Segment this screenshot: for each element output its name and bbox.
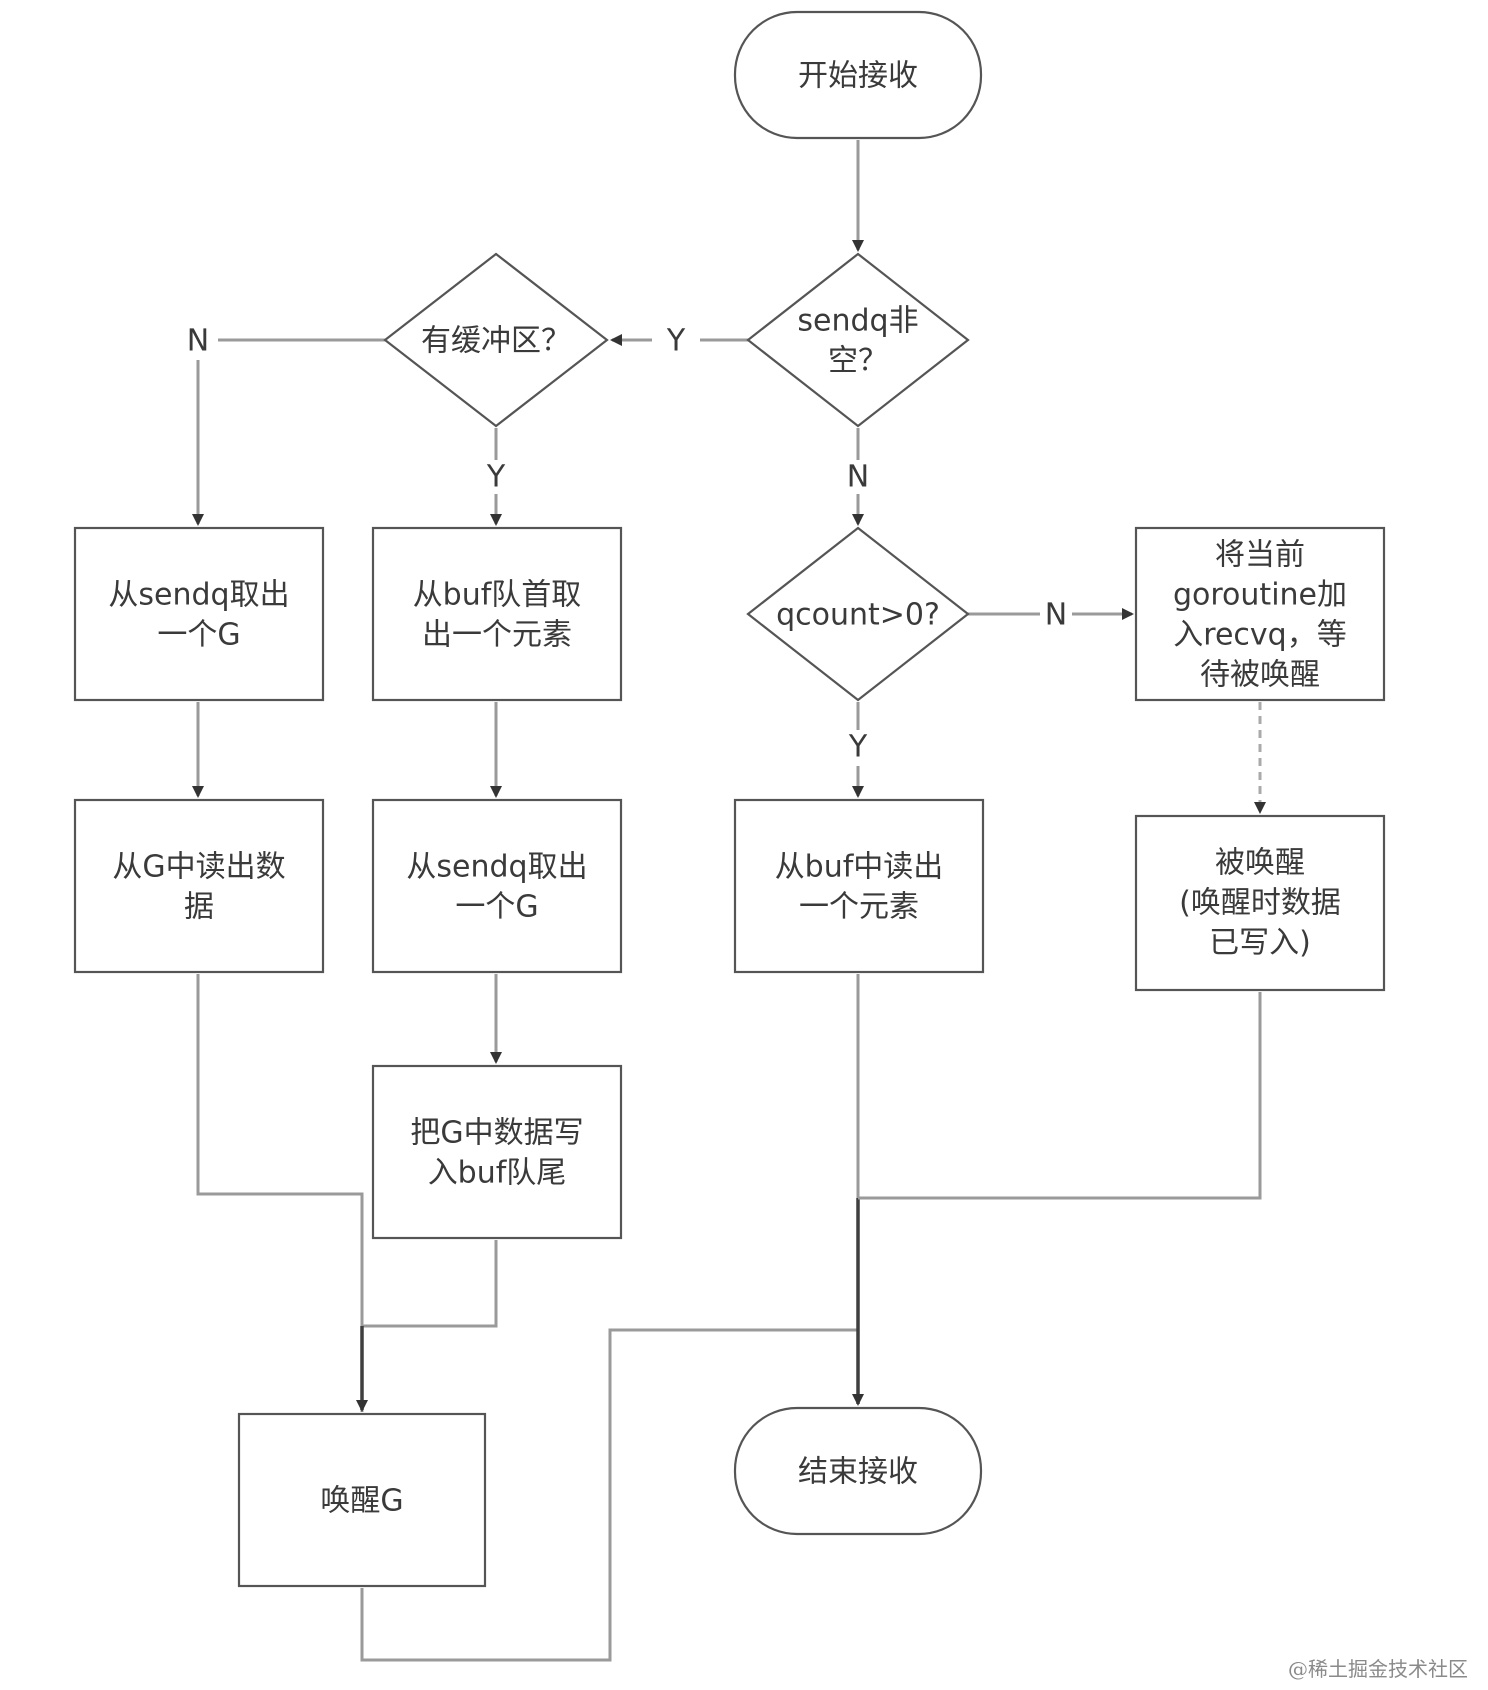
node-take-g-label-2: 一个G — [157, 618, 240, 653]
node-enqueue-recvq: 将当前 goroutine加 入recvq，等 待被唤醒 — [1134, 526, 1386, 702]
edge-labels: Y N N Y Y N — [187, 324, 1067, 765]
node-woken-label-2: (唤醒时数据 — [1179, 886, 1341, 921]
node-sendq-check-label-1: sendq非 — [797, 304, 918, 339]
node-write-label-2: 入buf队尾 — [428, 1156, 567, 1191]
node-enqueue-label-4: 待被唤醒 — [1200, 658, 1320, 693]
node-buf-head-label-1: 从buf队首取 — [413, 578, 582, 613]
node-write-label-1: 把G中数据写 — [410, 1116, 583, 1151]
node-read-buf-label-2: 一个元素 — [799, 890, 919, 925]
edge-label-qcount-yes: Y — [848, 730, 868, 765]
node-buf-head-label-2: 出一个元素 — [422, 618, 572, 653]
node-enqueue-label-3: 入recvq，等 — [1173, 618, 1346, 653]
nodes: 开始接收 sendq非 空？ 有缓冲区？ qcount>0? 从sendq取出 … — [73, 10, 1386, 1588]
node-woken-label-3: 已写入) — [1209, 926, 1311, 961]
edge-read-g-to-wake — [196, 974, 364, 1412]
node-start: 开始接收 — [733, 10, 983, 140]
node-qcount-check-label: qcount>0? — [776, 598, 940, 633]
connectors — [192, 140, 1266, 1662]
node-wake-g-label: 唤醒G — [320, 1484, 403, 1519]
node-woken-label-1: 被唤醒 — [1215, 846, 1305, 881]
node-take-g-from-sendq-2: 从sendq取出 一个G — [371, 798, 623, 974]
node-write-g-to-buf: 把G中数据写 入buf队尾 — [371, 1064, 623, 1240]
node-sendq-check: sendq非 空？ — [746, 252, 970, 428]
node-read-from-buf: 从buf中读出 一个元素 — [733, 798, 985, 974]
node-start-label: 开始接收 — [798, 59, 918, 94]
node-take-g2-label-2: 一个G — [455, 890, 538, 925]
node-enqueue-label-2: goroutine加 — [1173, 578, 1347, 613]
node-wake-g: 唤醒G — [237, 1412, 487, 1588]
node-take-g-label-1: 从sendq取出 — [108, 578, 289, 613]
node-woken: 被唤醒 (唤醒时数据 已写入) — [1134, 814, 1386, 992]
node-take-g-from-sendq: 从sendq取出 一个G — [73, 526, 325, 702]
watermark: @稀土掘金技术社区 — [1288, 1657, 1468, 1681]
edge-wake-to-end — [360, 1328, 858, 1662]
edge-label-sendq-yes: Y — [666, 324, 686, 359]
node-buffer-check: 有缓冲区？ — [383, 252, 609, 428]
edge-label-qcount-no: N — [1045, 598, 1067, 633]
node-take-g2-label-1: 从sendq取出 — [406, 850, 587, 885]
node-end-label: 结束接收 — [798, 1455, 918, 1490]
node-sendq-check-label-2: 空？ — [828, 344, 888, 379]
node-read-g-label-2: 据 — [184, 890, 214, 925]
node-end: 结束接收 — [733, 1406, 983, 1536]
edge-label-sendq-no: N — [847, 460, 869, 495]
node-read-g-label-1: 从G中读出数 — [112, 850, 285, 885]
edge-label-buffer-no: N — [187, 324, 209, 359]
edge-woken-to-end — [858, 992, 1262, 1200]
node-read-from-g: 从G中读出数 据 — [73, 798, 325, 974]
node-take-buf-head: 从buf队首取 出一个元素 — [371, 526, 623, 702]
edge-write-to-wake — [362, 1240, 498, 1328]
edge-label-buffer-yes: Y — [486, 460, 506, 495]
node-qcount-check: qcount>0? — [746, 526, 970, 702]
node-buffer-check-label: 有缓冲区？ — [421, 324, 571, 359]
node-enqueue-label-1: 将当前 — [1215, 538, 1305, 573]
node-read-buf-label-1: 从buf中读出 — [775, 850, 944, 885]
